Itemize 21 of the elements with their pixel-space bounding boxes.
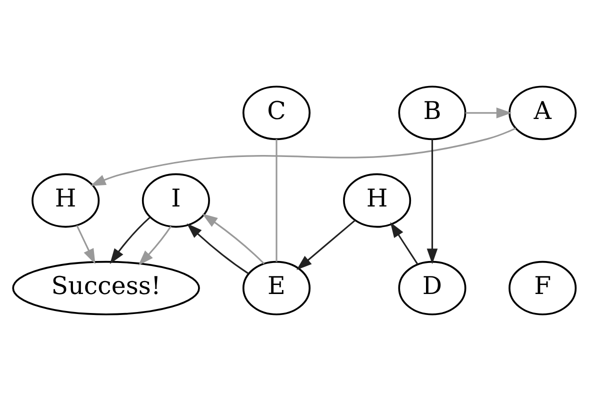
node-ellipse: Success! (12, 260, 200, 315)
arrow (390, 222, 418, 264)
arrow (186, 222, 250, 274)
arrow (76, 224, 96, 264)
arrow (465, 107, 512, 118)
arrow (138, 225, 172, 265)
node-ellipse: F (508, 260, 577, 315)
node-ellipse: H (343, 172, 412, 228)
node-ellipse: E (242, 260, 311, 315)
node-ellipse: I (142, 172, 210, 228)
arrow (426, 138, 438, 264)
arrow (296, 219, 356, 270)
connector (276, 138, 278, 262)
node-ellipse: B (398, 85, 466, 140)
node-ellipse: A (508, 85, 577, 140)
arrow (110, 216, 151, 264)
node-ellipse: C (242, 85, 311, 140)
arrow (202, 213, 265, 264)
node-ellipse: D (398, 260, 466, 315)
node-ellipse: H (32, 172, 100, 228)
arrow (90, 127, 516, 186)
